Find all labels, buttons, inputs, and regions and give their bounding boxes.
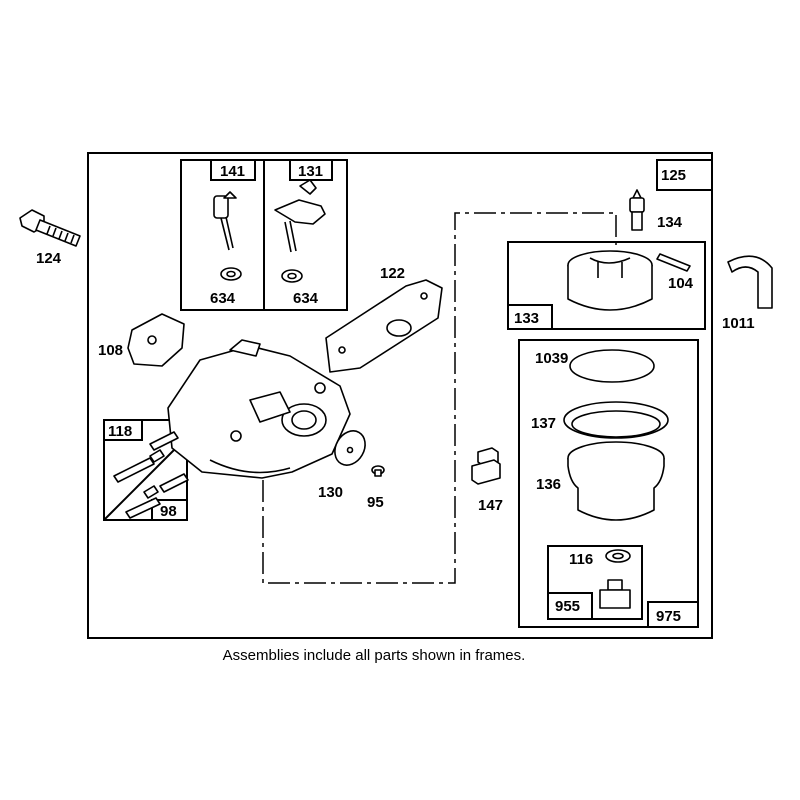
diagram-caption: Assemblies include all parts shown in fr… [222,647,526,664]
jet-147-drawing [471,447,501,485]
ring-137-drawing [563,401,669,439]
frame-tag-98: 98 [160,503,177,520]
part-label-122: 122 [380,265,406,282]
carburetor-body-drawing [167,339,351,479]
throttle-shaft-141-drawing [213,191,242,281]
tag-box-141 [210,160,256,181]
plate-108-drawing [127,313,185,367]
gasket-122-drawing [325,279,443,373]
bolt-124-drawing [19,209,81,247]
part-label-116: 116 [569,551,594,568]
part-label-124: 124 [36,250,62,267]
frame-975 [518,339,699,628]
frame-tag-133: 133 [514,310,540,327]
frame-118-98 [103,419,188,521]
tag-box-975 [647,601,698,627]
part-label-104: 104 [668,275,694,292]
screw-95-drawing [371,465,385,477]
part-label-1011: 1011 [722,315,755,332]
bowl-bolt-955-drawing [599,579,631,609]
disk-130-drawing [334,430,366,466]
tag-box-118 [104,420,143,441]
frame-955 [547,545,643,620]
washer-116-drawing [605,549,631,563]
part-label-147: 147 [478,497,504,514]
part-label-634-b: 634 [293,290,319,307]
float-133-drawing [567,250,653,311]
hose-1011-drawing [727,255,773,309]
diaphragm-1039-drawing [569,349,655,383]
connector-line [262,212,617,584]
frame-tag-141: 141 [220,163,246,180]
idle-screw-98-drawing [125,473,189,519]
frame-tag-125: 125 [661,167,687,184]
part-label-130: 130 [318,484,344,501]
bowl-136-drawing [567,441,665,521]
part-label-137: 137 [531,415,557,432]
frame-tag-975: 975 [656,608,682,625]
pin-104-drawing [656,253,691,272]
frame-133 [507,241,706,330]
part-label-136: 136 [536,476,562,493]
part-label-108: 108 [98,342,124,359]
main-frame [87,152,713,639]
part-label-95: 95 [367,494,384,511]
tag-box-125 [656,159,713,191]
part-label-634-a: 634 [210,290,236,307]
frame-tag-118: 118 [108,423,133,440]
idle-screw-118-drawing [113,431,179,483]
tag-box-955 [548,592,593,619]
frame-tag-955: 955 [555,598,581,615]
part-label-134: 134 [657,214,683,231]
part-label-1039: 1039 [535,350,569,367]
tag-box-133 [508,304,553,329]
choke-shaft-131-drawing [274,179,326,283]
frame-tag-131: 131 [298,163,324,180]
needle-134-drawing [629,189,645,231]
